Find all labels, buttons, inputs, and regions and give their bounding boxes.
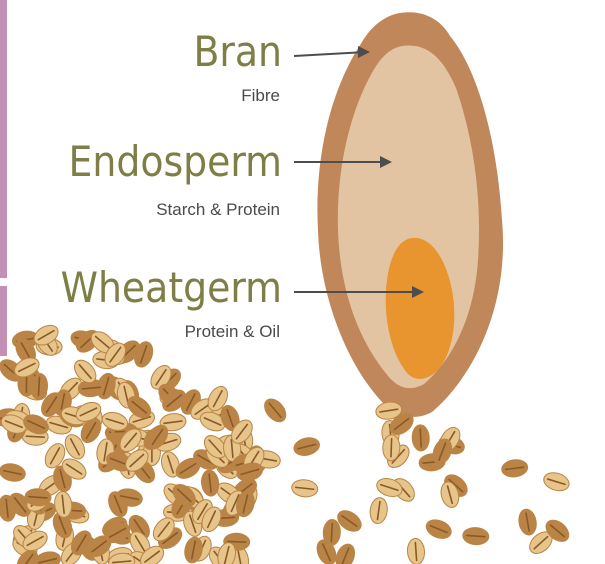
label-wheatgerm: Wheatgerm (61, 263, 282, 312)
wheat-grain (368, 497, 388, 525)
accent-bar (0, 0, 7, 278)
wheat-grain (407, 538, 426, 564)
wheat-grain-crease (391, 439, 392, 457)
wheat-grain (423, 516, 453, 542)
wheat-grain (200, 469, 220, 497)
wheat-grain (333, 541, 359, 564)
wheat-grain (412, 424, 430, 451)
wheat-grain (501, 458, 529, 478)
label-endosperm: Endosperm (69, 137, 282, 186)
wheat-grain (382, 434, 400, 461)
wheat-grain (260, 395, 290, 426)
wheat-grain (541, 470, 571, 494)
wheat-grain-crease (228, 541, 246, 542)
label-wheatgerm-sub: Protein & Oil (185, 322, 280, 341)
label-endosperm-sub: Starch & Protein (156, 200, 280, 219)
wheat-grain (517, 508, 538, 537)
wheat-grain-body (333, 541, 359, 564)
wheat-grain-crease (420, 429, 421, 447)
wheat-grain-crease (26, 436, 44, 437)
wheat-grain (292, 435, 321, 458)
accent-bar-lower (0, 286, 7, 356)
grain-cross-section (317, 12, 503, 417)
wheat-grain (323, 519, 341, 546)
label-bran-sub: Fibre (241, 86, 280, 105)
wheat-grain (291, 478, 319, 498)
wheat-grain-crease (331, 524, 332, 542)
wheat-grain (462, 527, 489, 546)
wheat-grain-crease (39, 377, 40, 395)
wheat-grains-photo (0, 321, 573, 564)
label-bran: Bran (193, 27, 282, 76)
wheat-grain (0, 461, 27, 483)
